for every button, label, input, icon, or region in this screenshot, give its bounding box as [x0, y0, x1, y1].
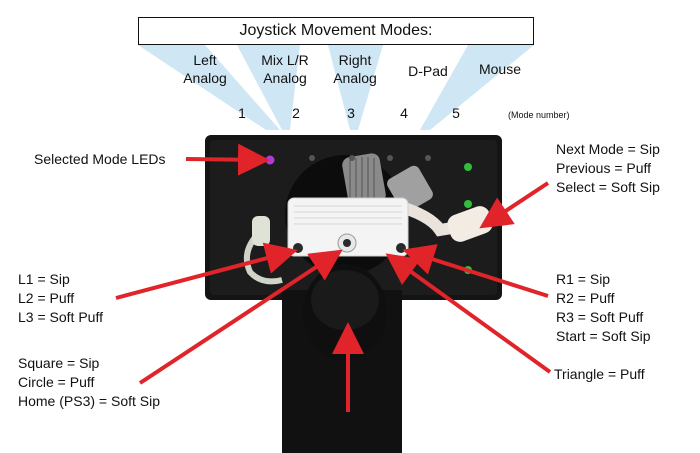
left-port	[293, 243, 303, 253]
triangle-label: Triangle = Puff	[554, 366, 645, 382]
mode-4-name: D-Pad	[408, 63, 448, 79]
fan-wedge-5	[420, 45, 534, 130]
mode-3-number: 3	[347, 105, 355, 121]
mode-switch-label: Next Mode = Sip Previous = Puff Select =…	[556, 141, 660, 195]
mode-4-number: 4	[400, 105, 408, 121]
arrow-leds	[185, 143, 270, 176]
arrow-mode-switch	[479, 181, 550, 229]
mode-5-number: 5	[452, 105, 460, 121]
led-2	[309, 155, 315, 161]
mode-number-note: (Mode number)	[508, 110, 570, 120]
right-port-label: R1 = Sip R2 = Puff R3 = Soft Puff Start …	[556, 271, 651, 344]
fan-wedge-1	[138, 45, 280, 130]
arrow-right-port	[402, 244, 549, 298]
lip-label: X = Lip	[318, 421, 362, 437]
mode-5-name: Mouse	[478, 61, 522, 77]
led-1	[265, 155, 275, 165]
led-5	[425, 155, 431, 161]
led-green-mid	[464, 200, 472, 208]
mode-1-number: 1	[238, 105, 246, 121]
left-port-label: L1 = Sip L2 = Puff L3 = Soft Puff	[18, 271, 103, 325]
arrow-left-port	[115, 242, 298, 300]
modes-title: Joystick Movement Modes:	[138, 17, 534, 45]
mode-2-number: 2	[292, 105, 300, 121]
led-4	[387, 155, 393, 161]
led-green-top	[464, 163, 472, 171]
fan-wedge-2	[237, 45, 300, 130]
center-port-label: Square = Sip Circle = Puff Home (PS3) = …	[18, 355, 161, 409]
selected-leds-label: Selected Mode LEDs	[34, 151, 166, 167]
led-3	[349, 155, 355, 161]
pointer-arrows	[115, 143, 552, 412]
arrow-center-port	[138, 249, 343, 385]
fan-wedge-3	[328, 45, 383, 130]
mode-fan	[138, 45, 534, 130]
arrow-triangle	[385, 253, 552, 374]
right-port	[396, 243, 406, 253]
